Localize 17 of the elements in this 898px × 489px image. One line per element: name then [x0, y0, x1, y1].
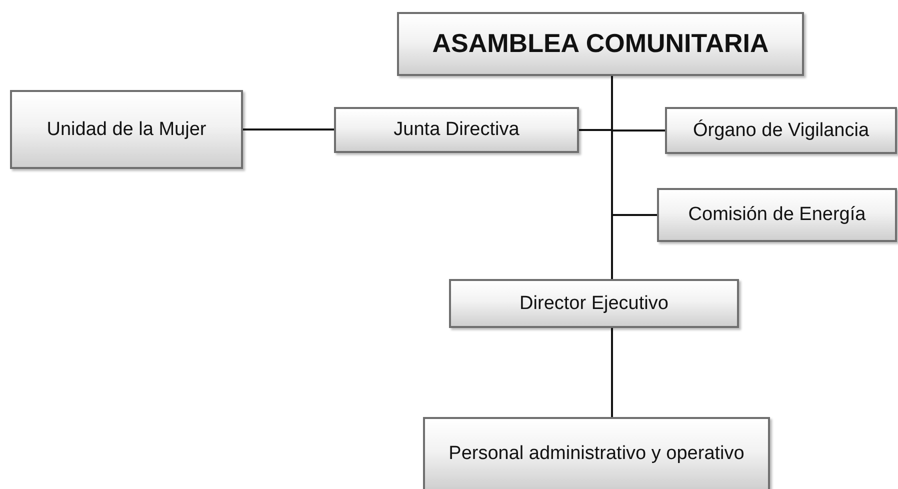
org-box [449, 279, 739, 328]
org-box [10, 90, 243, 169]
box-label: Unidad de la Mujer [46, 118, 206, 142]
org-box [657, 188, 897, 242]
connector-line [243, 128, 334, 130]
connector-line [611, 328, 613, 417]
box-label: Junta Directiva [394, 118, 520, 142]
org-box [665, 107, 897, 154]
org-box [334, 107, 579, 153]
heading-text: ASAMBLEA COMUNITARIA [432, 27, 769, 60]
connector-line [611, 76, 613, 279]
org-box [397, 12, 804, 76]
box-label: Director Ejecutivo [520, 292, 668, 316]
box-label: Órgano de Vigilancia [692, 118, 870, 143]
box-label: Personal administrativo y operativo [448, 442, 744, 466]
org-box [423, 417, 770, 489]
box-label: Comisión de Energía [688, 203, 866, 228]
